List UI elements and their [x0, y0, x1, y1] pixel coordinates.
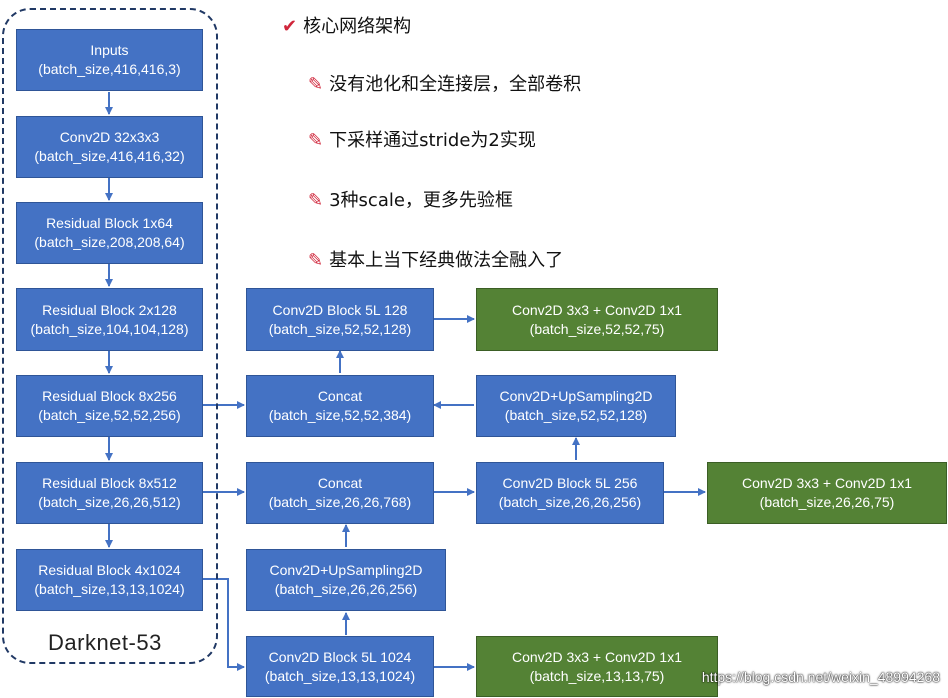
- note-text: 3种scale，更多先验框: [329, 190, 513, 211]
- block-shape: (batch_size,13,13,1024): [264, 667, 416, 684]
- note-item: ✎没有池化和全连接层，全部卷积: [308, 70, 581, 96]
- block-residual-8x256: Residual Block 8x256 (batch_size,52,52,2…: [16, 375, 203, 437]
- block-shape: (batch_size,52,52,128): [504, 407, 648, 423]
- block-residual-1x64: Residual Block 1x64 (batch_size,208,208,…: [16, 202, 203, 264]
- note-text: 基本上当下经典做法全融入了: [329, 250, 564, 271]
- block-title: Concat: [317, 388, 363, 404]
- block-shape: (batch_size,416,416,32): [34, 148, 185, 164]
- block-title: Conv2D 3x3 + Conv2D 1x1: [511, 648, 683, 665]
- watermark: https://blog.csdn.net/weixin_48994268: [701, 669, 940, 685]
- block-title: Residual Block 8x512: [42, 475, 177, 491]
- darknet-53-label: Darknet-53: [48, 630, 162, 655]
- block-concat-384: Concat (batch_size,52,52,384): [246, 375, 434, 437]
- block-output-26: Conv2D 3x3 + Conv2D 1x1 (batch_size,26,2…: [707, 462, 947, 524]
- block-shape: (batch_size,208,208,64): [34, 234, 185, 250]
- block-shape: (batch_size,52,52,75): [529, 320, 665, 337]
- block-output-13: Conv2D 3x3 + Conv2D 1x1 (batch_size,13,1…: [476, 636, 718, 697]
- note-item: ✎3种scale，更多先验框: [308, 186, 513, 212]
- block-shape: (batch_size,13,13,1024): [34, 581, 185, 597]
- block-title: Conv2D+UpSampling2D: [269, 562, 423, 578]
- block-title: Residual Block 8x256: [42, 388, 177, 404]
- block-shape: (batch_size,52,52,384): [268, 407, 412, 423]
- block-output-52: Conv2D 3x3 + Conv2D 1x1 (batch_size,52,5…: [476, 288, 718, 351]
- block-title: Conv2D+UpSampling2D: [499, 388, 653, 404]
- block-shape: (batch_size,26,26,75): [759, 494, 895, 510]
- block-title: Conv2D 3x3 + Conv2D 1x1: [741, 475, 913, 491]
- darknet-53-frame: [2, 8, 218, 664]
- block-shape: (batch_size,52,52,256): [38, 407, 181, 423]
- block-shape: (batch_size,104,104,128): [30, 320, 189, 337]
- notes-heading-text: 核心网络架构: [303, 16, 412, 37]
- block-upsampling-128: Conv2D+UpSampling2D (batch_size,52,52,12…: [476, 375, 676, 437]
- notes-heading: ✔核心网络架构: [282, 12, 411, 38]
- block-shape: (batch_size,52,52,128): [268, 320, 412, 337]
- block-title: Conv2D 3x3 + Conv2D 1x1: [511, 301, 683, 318]
- block-title: Conv2D Block 5L 128: [272, 301, 408, 318]
- note-text: 下采样通过stride为2实现: [329, 130, 536, 151]
- pencil-icon: ✎: [308, 130, 324, 151]
- block-title: Conv2D Block 5L 1024: [268, 648, 412, 665]
- block-title: Residual Block 1x64: [46, 215, 173, 231]
- block-title: Residual Block 2x128: [42, 301, 177, 318]
- block-conv2d-5l-128: Conv2D Block 5L 128 (batch_size,52,52,12…: [246, 288, 434, 351]
- block-concat-768: Concat (batch_size,26,26,768): [246, 462, 434, 524]
- block-residual-4x1024: Residual Block 4x1024 (batch_size,13,13,…: [16, 549, 203, 611]
- block-shape: (batch_size,26,26,256): [498, 494, 642, 510]
- note-item: ✎基本上当下经典做法全融入了: [308, 246, 563, 272]
- block-conv2d-32: Conv2D 32x3x3 (batch_size,416,416,32): [16, 116, 203, 178]
- block-shape: (batch_size,26,26,256): [274, 581, 418, 597]
- pencil-icon: ✎: [308, 190, 324, 211]
- pencil-icon: ✎: [308, 74, 324, 95]
- pencil-icon: ✎: [308, 250, 324, 271]
- block-conv2d-5l-1024: Conv2D Block 5L 1024 (batch_size,13,13,1…: [246, 636, 434, 697]
- arrow-res1024-to-conv5l1024: [203, 578, 245, 671]
- block-shape: (batch_size,416,416,3): [38, 61, 181, 77]
- block-inputs: Inputs (batch_size,416,416,3): [16, 29, 203, 91]
- block-title: Residual Block 4x1024: [38, 562, 181, 578]
- block-title: Conv2D Block 5L 256: [502, 475, 638, 491]
- block-upsampling-256: Conv2D+UpSampling2D (batch_size,26,26,25…: [246, 549, 446, 611]
- checkmark-icon: ✔: [282, 16, 298, 37]
- block-residual-2x128: Residual Block 2x128 (batch_size,104,104…: [16, 288, 203, 351]
- note-item: ✎下采样通过stride为2实现: [308, 126, 536, 152]
- note-text: 没有池化和全连接层，全部卷积: [329, 74, 582, 95]
- block-conv2d-5l-256: Conv2D Block 5L 256 (batch_size,26,26,25…: [476, 462, 664, 524]
- block-shape: (batch_size,26,26,768): [268, 494, 412, 510]
- block-title: Conv2D 32x3x3: [59, 129, 160, 145]
- block-shape: (batch_size,26,26,512): [38, 494, 181, 510]
- block-title: Concat: [317, 475, 363, 491]
- block-shape: (batch_size,13,13,75): [529, 667, 665, 684]
- block-residual-8x512: Residual Block 8x512 (batch_size,26,26,5…: [16, 462, 203, 524]
- block-title: Inputs: [90, 42, 129, 58]
